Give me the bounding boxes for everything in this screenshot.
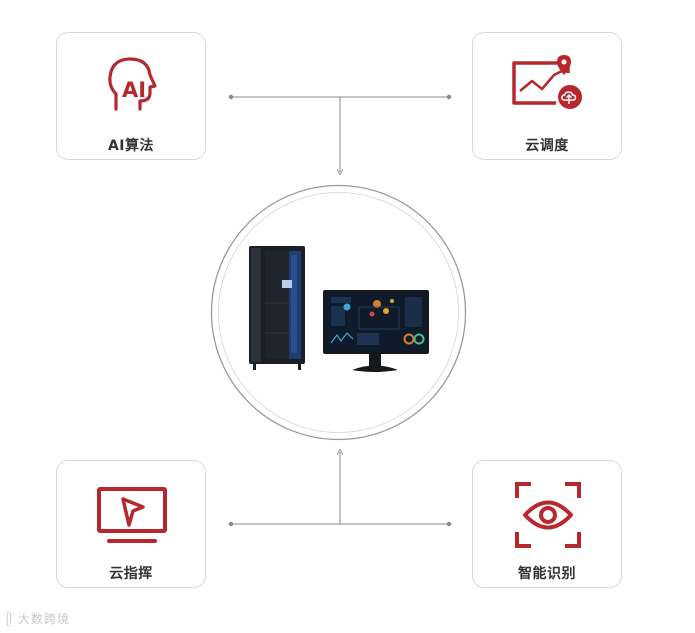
cloud-schedule-label: 云调度 <box>473 135 621 155</box>
top-left-dot <box>229 95 233 99</box>
smart-recognition-label: 智能识别 <box>473 563 621 583</box>
top-right-dot <box>447 95 451 99</box>
svg-text:AI: AI <box>122 78 146 102</box>
cloud-dispatch-chart-icon <box>508 51 588 123</box>
bottom-left-dot <box>229 522 233 526</box>
bottom-right-dot <box>447 522 451 526</box>
watermark-text: 大数跨境 <box>18 612 70 626</box>
eye-scan-icon <box>508 479 588 551</box>
ai-head-icon: AI <box>92 51 172 123</box>
cloud-command-label: 云指挥 <box>57 563 205 583</box>
cloud-schedule-card: 云调度 <box>472 32 622 160</box>
smart-recognition-card: 智能识别 <box>472 460 622 588</box>
cloud-command-card: 云指挥 <box>56 460 206 588</box>
ai-algorithm-label: AI算法 <box>57 135 205 155</box>
watermark: ᥫ 大数跨境 <box>6 610 70 627</box>
server-cabinet-icon <box>249 246 305 370</box>
central-hub <box>209 183 468 442</box>
monitor-command-icon <box>92 479 172 551</box>
watermark-logo-icon: ᥫ <box>6 612 13 626</box>
ai-algorithm-card: AI AI算法 <box>56 32 206 160</box>
